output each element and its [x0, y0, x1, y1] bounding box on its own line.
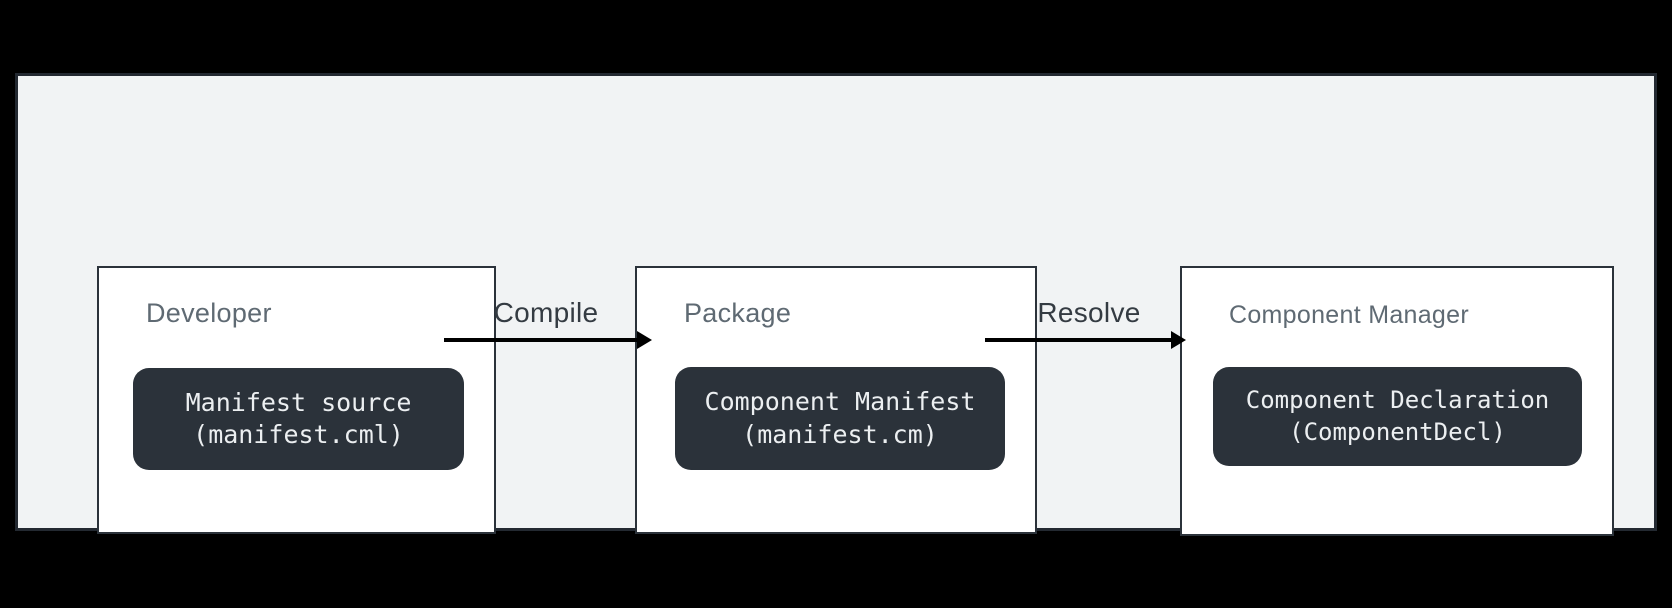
diagram-panel: Developer Manifest source (manifest.cml)…	[15, 73, 1657, 536]
artifact-chip-component-declaration: Component Declaration (ComponentDecl)	[1213, 367, 1582, 466]
node-title-component-manager: Component Manager	[1229, 301, 1469, 329]
flow-node-component-manager: Component Manager Component Declaration …	[1180, 266, 1614, 536]
chip-text-line1: Component Declaration	[1245, 386, 1550, 415]
arrowhead-right-icon	[1171, 331, 1186, 349]
node-title-package: Package	[684, 298, 792, 328]
compile-arrow-line	[444, 338, 640, 342]
edge-label-compile: Compile	[493, 297, 599, 328]
flow-node-package: Package Component Manifest (manifest.cm)	[635, 266, 1037, 534]
chip-text-line2: (ComponentDecl)	[1289, 417, 1506, 446]
artifact-chip-component-manifest: Component Manifest (manifest.cm)	[675, 367, 1005, 470]
chip-text-line1: Manifest source	[185, 387, 412, 417]
chip-text-line2: (manifest.cm)	[742, 419, 938, 449]
artifact-chip-manifest-source: Manifest source (manifest.cml)	[133, 368, 464, 470]
arrowhead-right-icon	[637, 331, 652, 349]
edge-label-resolve: Resolve	[1037, 297, 1141, 328]
node-title-developer: Developer	[146, 298, 272, 328]
chip-text-line2: (manifest.cml)	[193, 420, 404, 449]
chip-text-line1: Component Manifest	[704, 387, 976, 416]
resolve-arrow-line	[985, 338, 1174, 342]
flow-node-developer: Developer Manifest source (manifest.cml)	[97, 266, 496, 534]
